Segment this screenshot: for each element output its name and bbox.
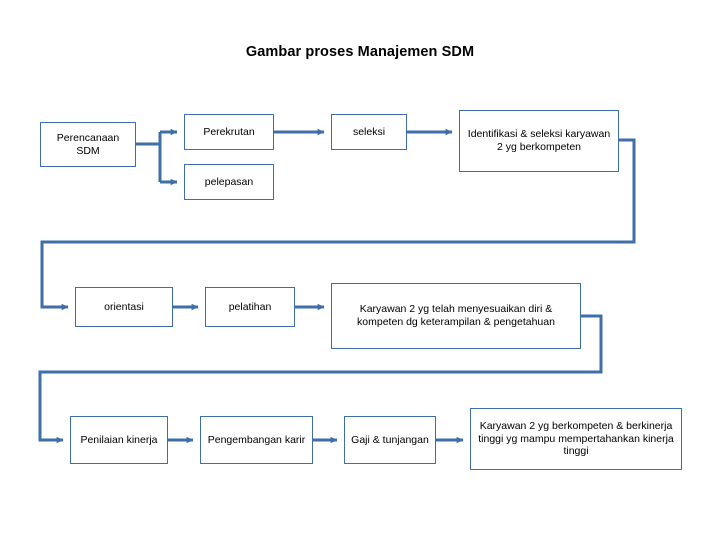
node-seleksi[interactable]: seleksi (331, 114, 407, 150)
node-pengembangan-karir[interactable]: Pengembangan karir (200, 416, 313, 464)
node-pelepasan[interactable]: pelepasan (184, 164, 274, 200)
node-orientasi[interactable]: orientasi (75, 287, 173, 327)
node-label: orientasi (104, 300, 144, 313)
node-perekrutan[interactable]: Perekrutan (184, 114, 274, 150)
page-title: Gambar proses Manajemen SDM (245, 44, 475, 60)
node-label: Karyawan 2 yg berkompeten & berkinerja t… (478, 419, 674, 458)
connector-perencanaan-to-branch (136, 128, 178, 186)
node-perencanaan-sdm[interactable]: Perencanaan SDM (40, 122, 136, 167)
node-karyawan-berkompeten[interactable]: Karyawan 2 yg berkompeten & berkinerja t… (470, 408, 682, 470)
node-pelatihan[interactable]: pelatihan (205, 287, 295, 327)
node-gaji-tunjangan[interactable]: Gaji & tunjangan (344, 416, 436, 464)
node-label: seleksi (352, 125, 386, 138)
node-label: Karyawan 2 yg telah menyesuaikan diri & … (357, 303, 555, 328)
node-label: Perencanaan SDM (56, 131, 120, 157)
node-penilaian-kinerja[interactable]: Penilaian kinerja (70, 416, 168, 464)
node-label: Pengembangan karir (207, 433, 306, 446)
node-label: Perekrutan (203, 125, 255, 138)
node-label: Identifikasi & seleksi karyawan 2 yg ber… (467, 128, 611, 153)
node-identifikasi-seleksi[interactable]: Identifikasi & seleksi karyawan 2 yg ber… (459, 110, 619, 172)
node-label: Penilaian kinerja (80, 433, 158, 446)
node-label: Gaji & tunjangan (351, 433, 429, 446)
node-karyawan-menyesuaikan[interactable]: Karyawan 2 yg telah menyesuaikan diri & … (331, 283, 581, 349)
node-label: pelatihan (228, 300, 272, 313)
node-label: pelepasan (204, 175, 254, 188)
